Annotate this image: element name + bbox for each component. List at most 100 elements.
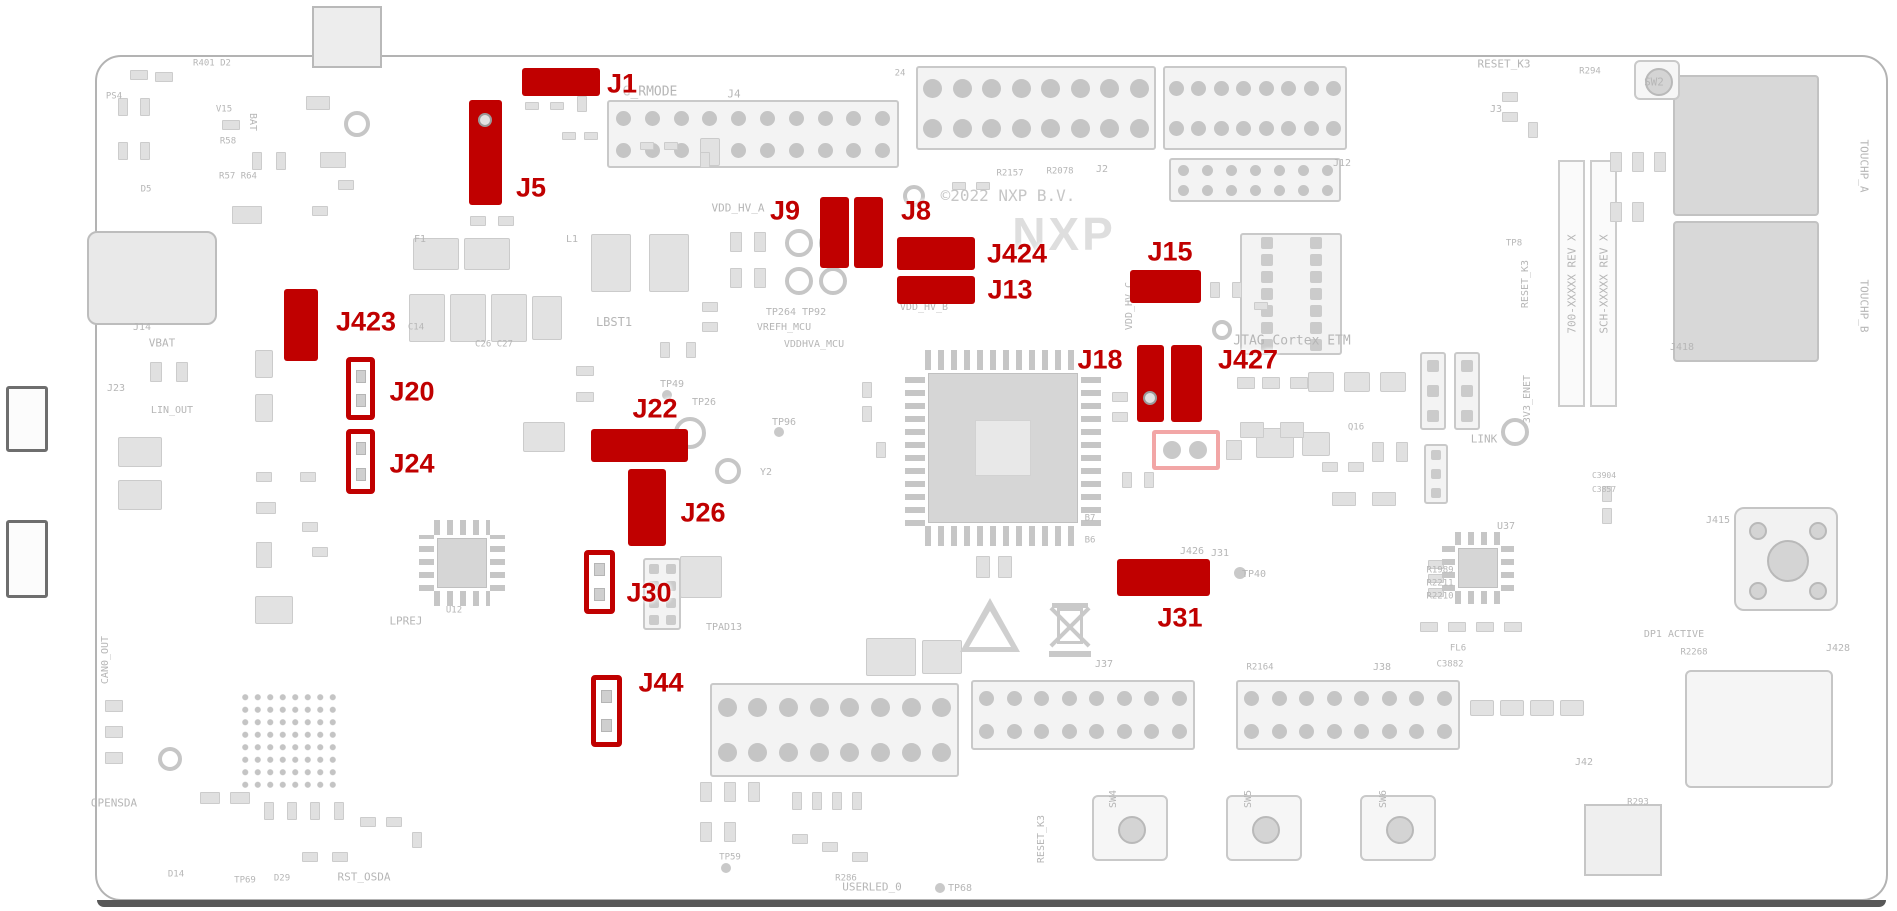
silk-label: VREFH_MCU xyxy=(756,322,812,333)
silk-label: J418 xyxy=(1669,342,1695,353)
header-pin xyxy=(846,110,862,126)
ic-chip xyxy=(523,422,565,452)
header-pin xyxy=(644,110,660,126)
jumper-J20-highlight xyxy=(346,357,375,420)
jumper-J8-highlight xyxy=(854,197,883,268)
passive-component xyxy=(852,792,862,810)
passive-component xyxy=(852,852,868,862)
mounting-hole xyxy=(785,229,813,257)
header-pin xyxy=(1303,120,1319,136)
silk-label: J14 xyxy=(132,322,152,333)
header-pin xyxy=(1273,184,1285,196)
passive-component xyxy=(724,822,736,842)
test-point xyxy=(774,427,784,437)
passive-component xyxy=(276,152,286,170)
header-pin xyxy=(1260,338,1273,351)
silk-label: R2210 xyxy=(1426,591,1454,602)
header-pin xyxy=(665,580,676,591)
passive-component xyxy=(576,366,594,376)
header-pin xyxy=(1244,724,1260,739)
header-pin xyxy=(1258,120,1274,136)
header-pin xyxy=(932,743,952,762)
passive-component xyxy=(222,120,240,130)
passive-component xyxy=(1254,302,1268,310)
component-usbl xyxy=(87,231,217,325)
silk-label: SW2 xyxy=(1644,75,1664,89)
passive-component xyxy=(952,182,966,190)
passive-component xyxy=(130,70,148,80)
test-point xyxy=(1163,441,1181,459)
ic-qfp-body xyxy=(437,538,487,588)
passive-component xyxy=(700,782,712,802)
header-pin xyxy=(1070,118,1090,138)
header-pin xyxy=(1461,360,1473,373)
test-point xyxy=(1234,567,1246,579)
jumper-pin-pad xyxy=(601,718,612,732)
header-pin xyxy=(1260,321,1273,334)
passive-component xyxy=(334,802,344,820)
header-pin xyxy=(1116,691,1132,706)
jumper-label-J423: J423 xyxy=(335,306,397,337)
ic-chip xyxy=(1308,372,1334,392)
silk-label: TOUCHP_A xyxy=(1857,139,1871,193)
passive-component xyxy=(754,268,766,288)
silk-label: R2211 xyxy=(1426,578,1454,589)
header-pin xyxy=(717,698,737,717)
ic-chip xyxy=(118,437,162,467)
silk-label: U12 xyxy=(445,605,463,616)
ic-chip xyxy=(118,480,162,510)
mounting-hole xyxy=(715,458,741,484)
qfp-pins xyxy=(434,520,490,535)
silk-label: 3V3_ENET xyxy=(1522,374,1533,424)
header-pin xyxy=(1326,80,1342,96)
passive-component xyxy=(1428,588,1444,597)
header-pin xyxy=(1225,164,1237,176)
ic-chip xyxy=(409,294,445,342)
push-button xyxy=(1634,60,1680,100)
header-pin xyxy=(1061,691,1077,706)
jumper-pin-pad xyxy=(601,690,612,704)
silk-label: TP68 xyxy=(947,883,973,894)
pin-header xyxy=(1240,233,1342,355)
passive-component xyxy=(360,817,376,827)
ic-chip xyxy=(591,234,631,292)
ic-chip xyxy=(1500,700,1524,716)
silk-label: Y2 xyxy=(759,467,773,478)
header-pin xyxy=(1461,385,1473,397)
silk-label: TOUCHP_B xyxy=(1857,279,1871,333)
weee-bin-icon xyxy=(1040,598,1100,658)
push-button xyxy=(1226,795,1302,861)
header-pin xyxy=(1309,321,1322,334)
header-pin xyxy=(1436,691,1452,706)
header-pin xyxy=(1191,80,1207,96)
silk-label: DP1 ACTIVE xyxy=(1643,629,1705,640)
silk-label: USERLED_0 xyxy=(842,880,902,894)
component-sd xyxy=(1685,670,1833,788)
passive-component xyxy=(1632,202,1644,222)
passive-component xyxy=(976,182,990,190)
header-pin xyxy=(1321,184,1333,196)
header-pin xyxy=(1309,288,1322,300)
header-pin xyxy=(1249,164,1261,176)
header-pin xyxy=(875,142,891,158)
header-pin xyxy=(1258,80,1274,96)
header-pin xyxy=(901,743,921,762)
passive-component xyxy=(155,72,173,82)
jumper-highlight-box xyxy=(1152,430,1220,470)
bin-lid xyxy=(1052,602,1088,608)
header-pin xyxy=(1041,118,1061,138)
bin-body xyxy=(1056,607,1084,644)
header-pin xyxy=(1041,78,1061,98)
header-pin xyxy=(817,110,833,126)
silk-label: VDDHVA_MCU xyxy=(783,339,845,350)
header-pin xyxy=(923,78,943,98)
silk-label: R1989 xyxy=(1426,565,1454,576)
component-usb xyxy=(312,6,382,68)
component-module xyxy=(1584,804,1662,876)
silk-label: RST_OSDA xyxy=(337,870,391,884)
jumper-label-J427: J427 xyxy=(1217,344,1279,375)
qfp-pins xyxy=(1455,591,1501,604)
header-pin xyxy=(648,597,659,608)
silk-label: C14 xyxy=(407,322,425,333)
jumper-J424-highlight xyxy=(897,237,975,270)
